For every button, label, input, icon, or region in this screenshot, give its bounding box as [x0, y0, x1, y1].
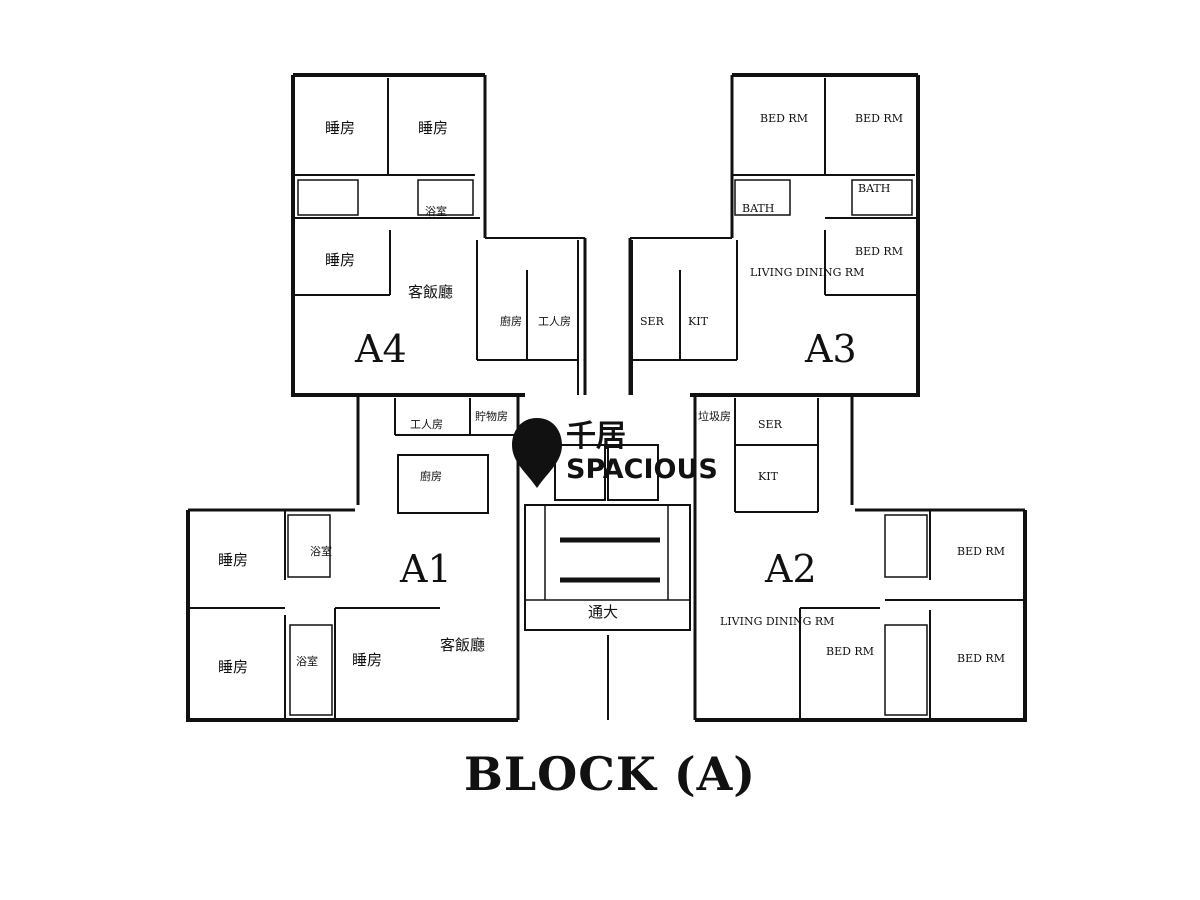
a2-bedroom-2: BED RM — [826, 645, 874, 658]
a1-bedroom-2: 睡房 — [218, 658, 248, 676]
a3-bedroom-2: BED RM — [855, 112, 903, 125]
a1-store: 貯物房 — [475, 409, 508, 423]
a1-bath-1: 浴室 — [310, 544, 332, 558]
a4-bedroom-1: 睡房 — [325, 119, 355, 137]
a1-servant: 工人房 — [410, 418, 443, 431]
a3-servant: SER — [640, 315, 665, 328]
a1-bedroom-3: 睡房 — [352, 651, 382, 669]
a3-bath-2: BATH — [858, 182, 890, 195]
a1-bath-2: 浴室 — [296, 654, 318, 668]
a4-living-dining: 客飯廳 — [408, 283, 453, 301]
a3-bedroom-3: BED RM — [855, 245, 903, 258]
unit-a3 — [630, 73, 920, 397]
a2-living-dining: LIVING DINING RM — [720, 615, 834, 628]
a2-servant: SER — [758, 418, 783, 431]
logo-english: SPACIOUS — [566, 454, 718, 485]
a4-bedroom-2: 睡房 — [418, 119, 448, 137]
spacious-logo: S 千居 SPACIOUS — [512, 418, 718, 488]
a4-bathroom: 浴室 — [425, 204, 447, 218]
a4-kitchen: 廚房 — [500, 314, 522, 328]
a1-bedroom-1: 睡房 — [218, 551, 248, 569]
a2-store: 垃圾房 — [698, 409, 731, 423]
a2-unit-label: A2 — [764, 547, 817, 591]
unit-a1 — [186, 395, 518, 722]
logo-map-pin-icon — [512, 418, 562, 488]
a2-bedroom-1: BED RM — [957, 545, 1005, 558]
a3-bedroom-1: BED RM — [760, 112, 808, 125]
a4-unit-label: A4 — [354, 327, 407, 371]
a1-kitchen: 廚房 — [420, 469, 442, 483]
plan-title: BLOCK (A) — [464, 747, 756, 801]
logo-chinese: 千居 — [566, 419, 626, 454]
a3-living-dining: LIVING DINING RM — [750, 266, 864, 279]
a4-store: 工人房 — [538, 315, 571, 328]
logo-mark: S — [526, 435, 545, 465]
unit-a4 — [291, 73, 585, 397]
a4-bedroom-3: 睡房 — [325, 251, 355, 269]
core-lobby: 通大 — [588, 603, 618, 621]
a1-unit-label: A1 — [399, 547, 452, 591]
a2-kitchen: KIT — [758, 470, 779, 483]
a3-kitchen: KIT — [688, 315, 709, 328]
a3-unit-label: A3 — [804, 327, 857, 371]
a1-living-dining: 客飯廳 — [440, 636, 485, 654]
a2-bedroom-3: BED RM — [957, 652, 1005, 665]
a3-bath-1: BATH — [742, 202, 774, 215]
unit-a2 — [695, 395, 1027, 722]
